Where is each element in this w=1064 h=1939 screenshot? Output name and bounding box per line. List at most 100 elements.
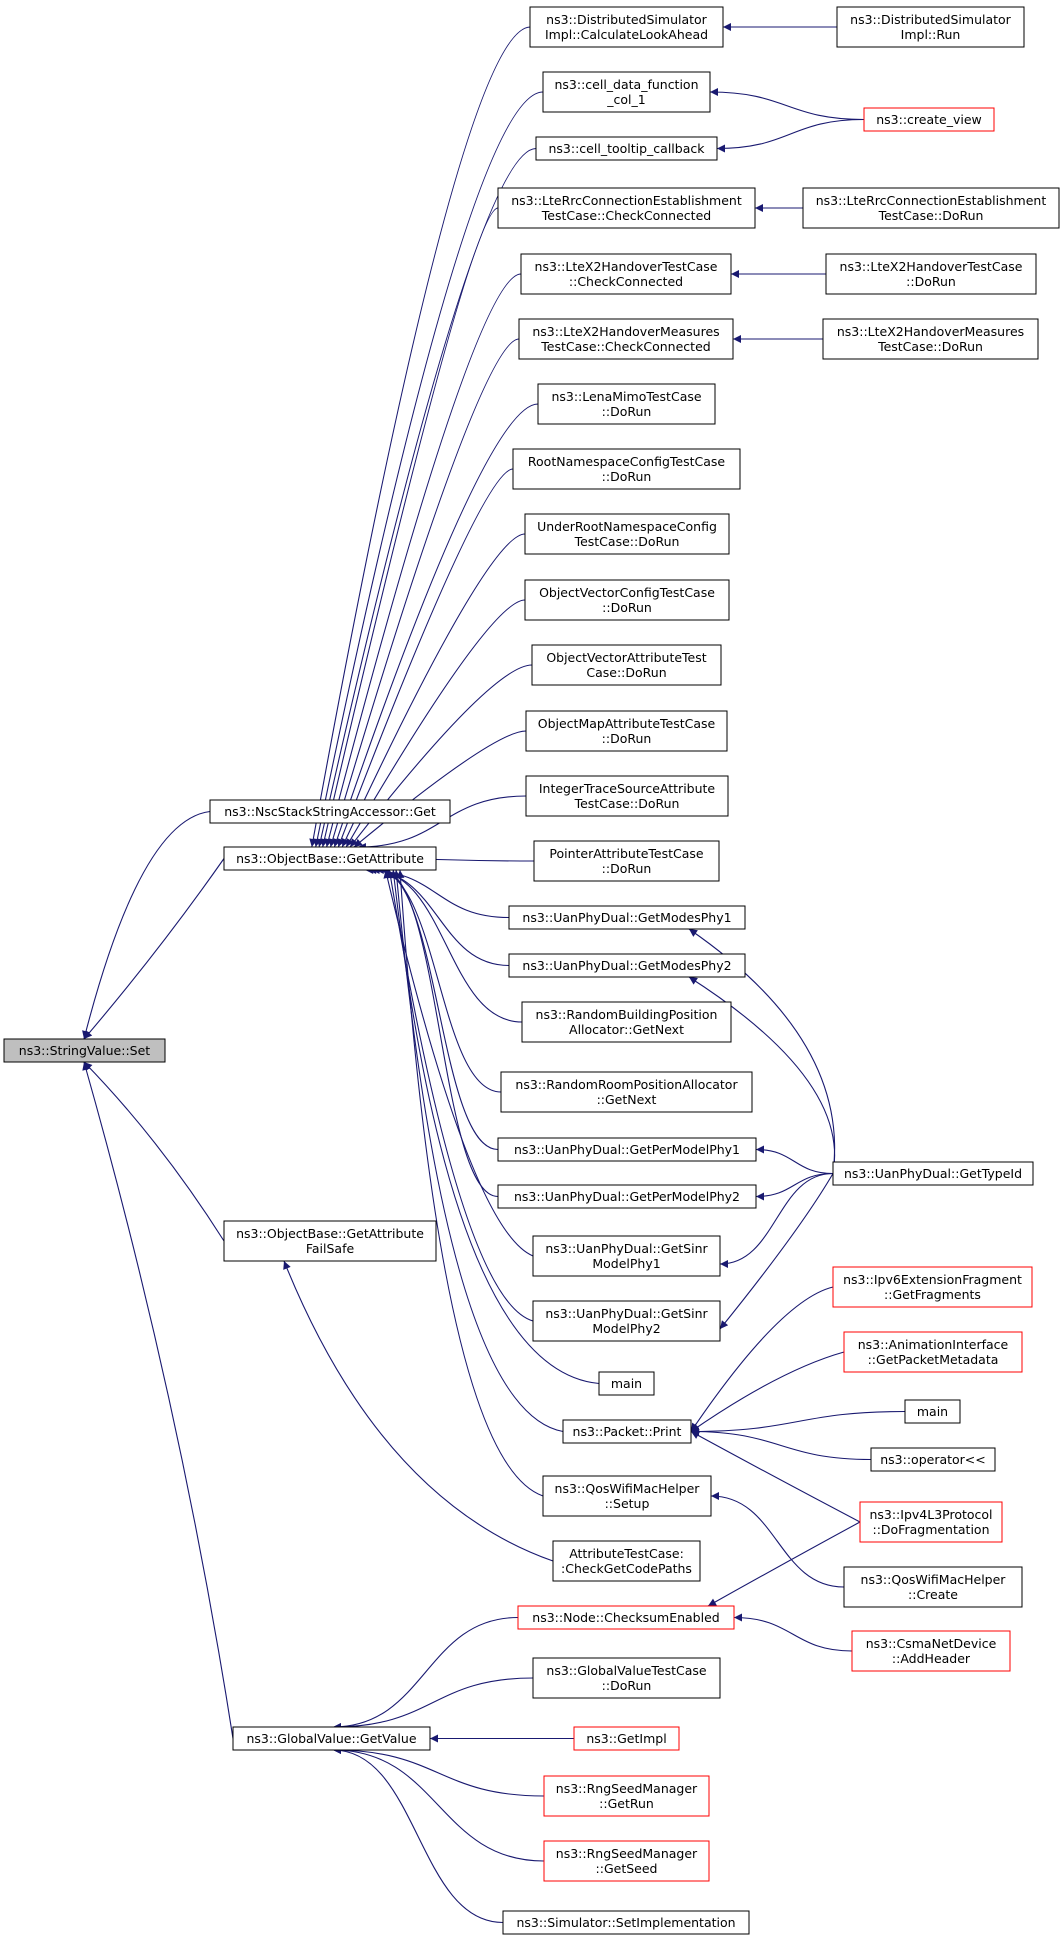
node-checksum[interactable]: ns3::Node::ChecksumEnabled: [517, 1605, 735, 1630]
node-label: FailSafe: [306, 1241, 355, 1256]
edge-qos-create-to-qos-setup: [710, 1492, 845, 1588]
node-label: ns3::DistributedSimulator: [546, 12, 708, 27]
node-label: ::DoFragmentation: [872, 1522, 989, 1537]
node-label: ::Setup: [605, 1496, 650, 1511]
node-ltex2m-dorun[interactable]: ns3::LteX2HandoverMeasuresTestCase::DoRu…: [822, 318, 1039, 360]
node-ltex2m-check[interactable]: ns3::LteX2HandoverMeasuresTestCase::Chec…: [518, 318, 734, 360]
node-rng-seed[interactable]: ns3::RngSeedManager::GetSeed: [543, 1840, 710, 1882]
node-sim-setimpl[interactable]: ns3::Simulator::SetImplementation: [502, 1910, 750, 1935]
node-globalvalue-getvalue[interactable]: ns3::GlobalValue::GetValue: [232, 1726, 431, 1751]
edge-dist-calc-to-getattribute: [309, 26, 531, 848]
node-uan-modes2[interactable]: ns3::UanPhyDual::GetModesPhy2: [508, 953, 746, 978]
node-gv-test[interactable]: ns3::GlobalValueTestCase::DoRun: [532, 1657, 721, 1699]
node-label: TestCase::DoRun: [574, 534, 680, 549]
edge-main2-to-packet-print: [690, 1410, 906, 1436]
edge-ipv4frag-to-packet-print: [690, 1431, 861, 1523]
edge-uan-per2-to-getattribute: [381, 866, 499, 1198]
node-rootns[interactable]: RootNamespaceConfigTestCase::DoRun: [512, 448, 741, 490]
node-ipv6frag[interactable]: ns3::Ipv6ExtensionFragment::GetFragments: [832, 1266, 1033, 1308]
edge-create-view-to-cell-tooltip: [716, 118, 865, 153]
node-packet-print[interactable]: ns3::Packet::Print: [562, 1419, 692, 1444]
edge-rng-run-to-globalvalue-getvalue: [332, 1746, 545, 1797]
node-label: ::AddHeader: [892, 1651, 971, 1666]
node-label: ObjectVectorConfigTestCase: [539, 585, 715, 600]
node-uan-modes1[interactable]: ns3::UanPhyDual::GetModesPhy1: [508, 905, 746, 930]
node-label: ::DoRun: [602, 1678, 652, 1693]
node-dist-calc[interactable]: ns3::DistributedSimulatorImpl::Calculate…: [529, 6, 724, 48]
node-label: main: [917, 1404, 948, 1419]
node-label: Allocator::GetNext: [569, 1022, 684, 1037]
node-box: [525, 775, 729, 817]
edge-operator-to-packet-print: [690, 1427, 872, 1461]
edge-lterrc-check-to-getattribute: [320, 207, 499, 848]
edge-cell-tooltip-to-getattribute: [316, 147, 537, 848]
node-main1[interactable]: main: [598, 1371, 655, 1396]
node-qos-create[interactable]: ns3::QosWifiMacHelper::Create: [843, 1566, 1023, 1608]
node-label: ::DoRun: [602, 469, 652, 484]
node-uan-typeid[interactable]: ns3::UanPhyDual::GetTypeId: [832, 1161, 1034, 1186]
node-getattribute[interactable]: ns3::ObjectBase::GetAttribute: [223, 846, 437, 871]
node-attr-check[interactable]: AttributeTestCase::CheckGetCodePaths: [552, 1540, 701, 1582]
node-box: [524, 513, 730, 555]
node-label: ns3::LenaMimoTestCase: [551, 389, 701, 404]
node-randroom[interactable]: ns3::RandomRoomPositionAllocator::GetNex…: [500, 1071, 753, 1113]
node-ltex2-check[interactable]: ns3::LteX2HandoverTestCase::CheckConnect…: [520, 253, 732, 295]
node-label: ns3::RandomRoomPositionAllocator: [515, 1077, 738, 1092]
node-rng-run[interactable]: ns3::RngSeedManager::GetRun: [543, 1775, 710, 1817]
node-csma[interactable]: ns3::CsmaNetDevice::AddHeader: [851, 1630, 1011, 1672]
node-label: ObjectVectorAttributeTest: [546, 650, 706, 665]
node-box: [524, 579, 730, 621]
node-box: [535, 136, 718, 161]
node-label: ns3::UanPhyDual::GetSinr: [545, 1241, 708, 1256]
node-objmap[interactable]: ObjectMapAttributeTestCase::DoRun: [525, 710, 728, 752]
node-box: [512, 448, 741, 490]
node-objvec-config[interactable]: ObjectVectorConfigTestCase::DoRun: [524, 579, 730, 621]
node-label: ns3::Ipv6ExtensionFragment: [843, 1272, 1022, 1287]
node-getimpl[interactable]: ns3::GetImpl: [573, 1726, 680, 1751]
node-anim[interactable]: ns3::AnimationInterface::GetPacketMetada…: [843, 1331, 1023, 1373]
node-ipv4frag[interactable]: ns3::Ipv4L3Protocol::DoFragmentation: [859, 1501, 1003, 1543]
node-nsc-get[interactable]: ns3::NscStackStringAccessor::Get: [209, 799, 451, 824]
node-label: ns3::RandomBuildingPosition: [536, 1007, 718, 1022]
node-operator[interactable]: ns3::operator<<: [870, 1447, 996, 1472]
node-box: [533, 840, 720, 882]
node-cell-tooltip[interactable]: ns3::cell_tooltip_callback: [535, 136, 718, 161]
node-layer: ns3::StringValue::Setns3::NscStackString…: [3, 6, 1060, 1935]
node-qos-setup[interactable]: ns3::QosWifiMacHelper::Setup: [542, 1475, 712, 1517]
node-main2[interactable]: main: [904, 1399, 961, 1424]
node-label: ns3::Simulator::SetImplementation: [516, 1915, 735, 1930]
node-inttrace[interactable]: IntegerTraceSourceAttributeTestCase::DoR…: [525, 775, 729, 817]
node-box: [232, 1726, 431, 1751]
edge-underroot-to-getattribute: [341, 533, 526, 848]
node-box: [543, 1840, 710, 1882]
node-label: _col_1: [606, 92, 645, 107]
node-lterrc-check[interactable]: ns3::LteRrcConnectionEstablishmentTestCa…: [497, 187, 756, 229]
node-label: ::GetSeed: [596, 1861, 658, 1876]
node-pointer[interactable]: PointerAttributeTestCase::DoRun: [533, 840, 720, 882]
edge-getattribute-failsafe-to-stringvalue-set: [83, 1061, 225, 1242]
node-label: ns3::UanPhyDual::GetPerModelPhy2: [514, 1189, 740, 1204]
node-box: [537, 383, 716, 425]
node-create-view[interactable]: ns3::create_view: [863, 107, 995, 132]
node-box: [822, 318, 1039, 360]
node-ltex2-dorun[interactable]: ns3::LteX2HandoverTestCase::DoRun: [825, 253, 1037, 295]
node-box: [562, 1419, 692, 1444]
node-box: [500, 1071, 753, 1113]
node-randbuilding[interactable]: ns3::RandomBuildingPositionAllocator::Ge…: [521, 1001, 732, 1043]
node-box: [3, 1038, 166, 1063]
node-lterrc-dorun[interactable]: ns3::LteRrcConnectionEstablishmentTestCa…: [802, 187, 1060, 229]
node-label: TestCase::DoRun: [877, 339, 983, 354]
node-label: ::GetRun: [599, 1796, 654, 1811]
node-uan-per1[interactable]: ns3::UanPhyDual::GetPerModelPhy1: [497, 1137, 757, 1162]
node-cell-data[interactable]: ns3::cell_data_function_col_1: [542, 71, 711, 113]
node-lenamimo[interactable]: ns3::LenaMimoTestCase::DoRun: [537, 383, 716, 425]
node-box: [532, 1657, 721, 1699]
node-label: ObjectMapAttributeTestCase: [538, 716, 716, 731]
node-uan-per2[interactable]: ns3::UanPhyDual::GetPerModelPhy2: [497, 1184, 757, 1209]
